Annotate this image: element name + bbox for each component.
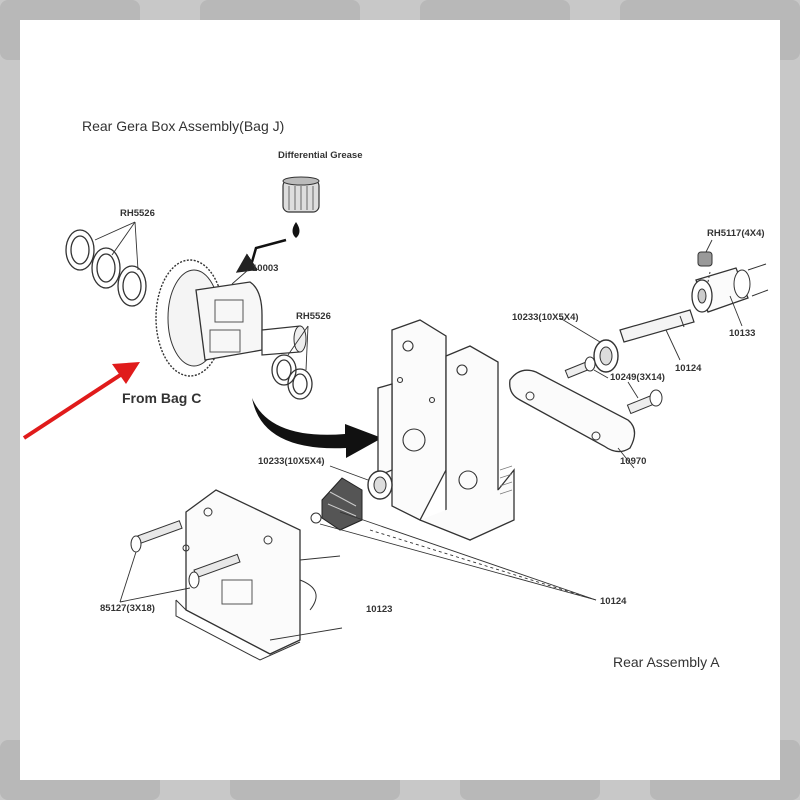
small-screw-lower [626, 389, 663, 415]
part-label-diff-shims: RH5526 [296, 311, 331, 322]
set-screw [697, 239, 713, 283]
pinion-gear [310, 477, 363, 531]
grease-pointer [235, 238, 287, 273]
diff-gear-leader [231, 269, 249, 285]
brace-part [509, 369, 636, 469]
part-label-brace: 10970 [620, 456, 647, 467]
part-label-case-screws: 85127(3X18) [100, 603, 155, 614]
part-label-diff-gear: 10003 [252, 263, 279, 274]
rear-bulkhead [377, 319, 515, 541]
part-label-gear-case: 10123 [366, 604, 393, 615]
diff-shims [271, 354, 313, 400]
differential-gear [155, 259, 307, 377]
part-label-shaft: 10124 [675, 363, 702, 374]
case-screw-leaders [119, 551, 191, 603]
assembly-title: Rear Gera Box Assembly(Bag J) [82, 118, 285, 134]
drive-shaft [619, 309, 695, 361]
pinion-leaders [319, 511, 597, 601]
part-label-set-screw: RH5117(4X4) [707, 228, 765, 239]
part-label-small-screw: 10249(3X14) [610, 372, 665, 383]
small-screw-upper [564, 356, 596, 379]
ring-shims [65, 229, 147, 307]
grease-container-icon [282, 176, 320, 213]
diff-shims-leaders [287, 325, 309, 371]
from-bag-label: From Bag C [122, 390, 202, 406]
part-label-bearing-top: 10233(10X5X4) [512, 312, 579, 323]
red-indicator-arrow [22, 362, 140, 440]
ring-shims-leaders [94, 221, 139, 271]
bearing-top [559, 317, 619, 373]
diagram-sheet: Rear Gera Box Assembly(Bag J) Differenti… [20, 20, 780, 780]
case-screw-upper [130, 520, 183, 553]
grease-drop-icon [292, 222, 300, 238]
part-label-ring-shims: RH5526 [120, 208, 155, 219]
outdrive-part [691, 263, 769, 327]
gear-case [175, 489, 343, 661]
case-screw-lower [188, 553, 241, 589]
curved-direction-arrow [252, 398, 382, 458]
part-label-pinion: 10124 [600, 596, 627, 607]
part-label-bearing-lower: 10233(10X5X4) [258, 456, 325, 467]
grease-label: Differential Grease [278, 150, 363, 161]
footer-label: Rear Assembly A [613, 654, 720, 670]
bearing-lower [329, 465, 393, 500]
part-label-outdrive: 10133 [729, 328, 756, 339]
assembly-drawing [22, 176, 769, 661]
